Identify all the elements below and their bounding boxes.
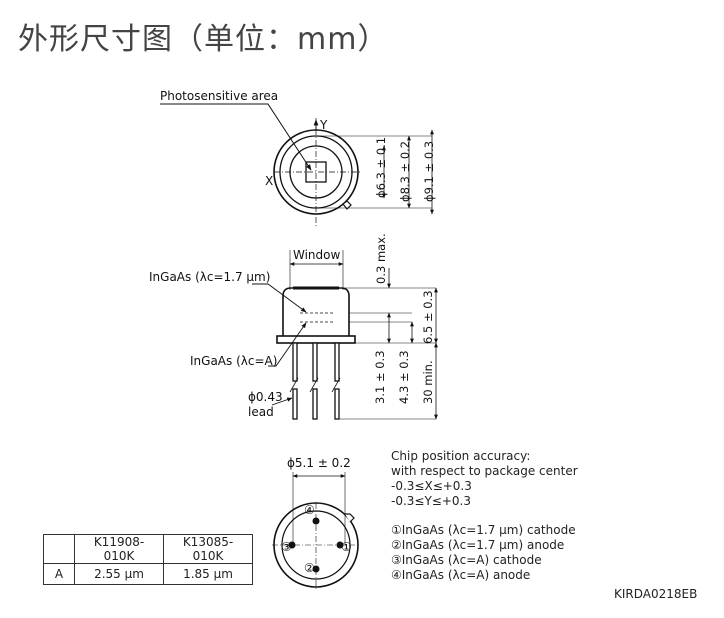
index-tab <box>342 200 352 210</box>
chip-accuracy-line: -0.3≤X≤+0.3 <box>391 479 472 493</box>
axis-y-label: Y <box>319 118 328 132</box>
window-label: Window <box>293 248 341 262</box>
photosensitive-area-label: Photosensitive area <box>160 89 278 103</box>
flange-base <box>276 335 356 344</box>
dim-mid-label: ϕ8.3 ± 0.2 <box>398 141 412 202</box>
table-header-cell: K13085-010K <box>163 534 253 564</box>
table-header-cell <box>43 534 75 564</box>
dim-chip2-label: 4.3 ± 0.3 <box>397 350 411 404</box>
photosensitive-leader <box>160 103 312 171</box>
drawing-code: KIRDA0218EB <box>614 587 698 601</box>
dim-lead-label: 30 min. <box>421 360 435 404</box>
dim-cap-label: 6.5 ± 0.3 <box>421 290 435 344</box>
pin-legend-item: ①InGaAs (λc=1.7 μm) cathode <box>391 523 576 537</box>
break-mark-3 <box>331 377 341 393</box>
pin-legend-item: ④InGaAs (λc=A) anode <box>391 568 531 582</box>
table-row: A 2.55 μm 1.85 μm <box>43 563 253 585</box>
ingaas-a-leader <box>268 322 307 367</box>
chip-accuracy-line: with respect to package center <box>391 464 578 478</box>
pin-circle-dim-label: ϕ5.1 ± 0.2 <box>287 456 351 470</box>
lead-leader <box>271 397 293 406</box>
chip-accuracy-line: Chip position accuracy: <box>391 449 531 463</box>
chip-accuracy-line: -0.3≤Y≤+0.3 <box>391 494 471 508</box>
top-view: Photosensitive area Y X ϕ6.3 ± 0.1 ϕ8.3 … <box>160 89 436 228</box>
axis-x-label: X <box>265 174 273 188</box>
dim-outer-label: ϕ9.1 ± 0.3 <box>422 141 436 202</box>
leads <box>292 342 340 420</box>
chip-accuracy-notes: Chip position accuracy: with respect to … <box>391 449 578 509</box>
lead-word-label: lead <box>248 405 274 419</box>
bottom-view: ϕ5.1 ± 0.2 ① ② ③ ④ <box>272 456 360 589</box>
lead-1-lower <box>292 388 298 420</box>
table-cell: 2.55 μm <box>74 563 164 585</box>
pin-legend-item: ③InGaAs (λc=A) cathode <box>391 553 542 567</box>
dim-chip1-label: 3.1 ± 0.3 <box>373 350 387 404</box>
bottom-index-tab <box>345 513 355 523</box>
break-mark-2 <box>309 377 319 393</box>
pin-4-dot <box>312 517 320 525</box>
table-header-cell: K11908-010K <box>74 534 164 564</box>
dim-window-top-label: 0.3 max. <box>374 233 388 284</box>
lead-3 <box>334 342 340 382</box>
page-title: 外形尺寸图（单位：mm） <box>18 22 389 57</box>
pin-2-label: ② <box>304 561 315 575</box>
pin-1-label: ① <box>341 540 352 554</box>
pin-2-dot <box>312 565 320 573</box>
ingaas-17-leader <box>252 283 307 313</box>
ingaas-17-label: InGaAs (λc=1.7 μm) <box>149 270 270 284</box>
lead-3-lower <box>334 388 340 420</box>
table-cell: 1.85 μm <box>163 563 253 585</box>
cap-body <box>282 287 350 336</box>
break-mark-1 <box>289 377 299 393</box>
dimension-table: K11908-010K K13085-010K A 2.55 μm 1.85 μ… <box>43 534 253 585</box>
pin-4-label: ④ <box>304 503 315 517</box>
dim-inner-label: ϕ6.3 ± 0.1 <box>374 137 388 198</box>
pin-3-label: ③ <box>281 540 292 554</box>
lead-2-lower <box>312 388 318 420</box>
pin-3-dot <box>288 541 296 549</box>
pin-legend: ①InGaAs (λc=1.7 μm) cathode ②InGaAs (λc=… <box>391 523 576 583</box>
lead-2 <box>312 342 318 382</box>
lead-dia-label: ϕ0.43 <box>248 390 283 404</box>
table-header-row: K11908-010K K13085-010K <box>43 534 253 564</box>
lead-1 <box>292 342 298 382</box>
ingaas-a-label: InGaAs (λc=A) <box>190 354 277 368</box>
pin-legend-item: ②InGaAs (λc=1.7 μm) anode <box>391 538 565 552</box>
pin-1-dot <box>336 541 344 549</box>
table-cell: A <box>43 563 75 585</box>
side-view: Window InGaAs (λc=1.7 μm) InGaAs (λc=A) … <box>149 233 438 420</box>
